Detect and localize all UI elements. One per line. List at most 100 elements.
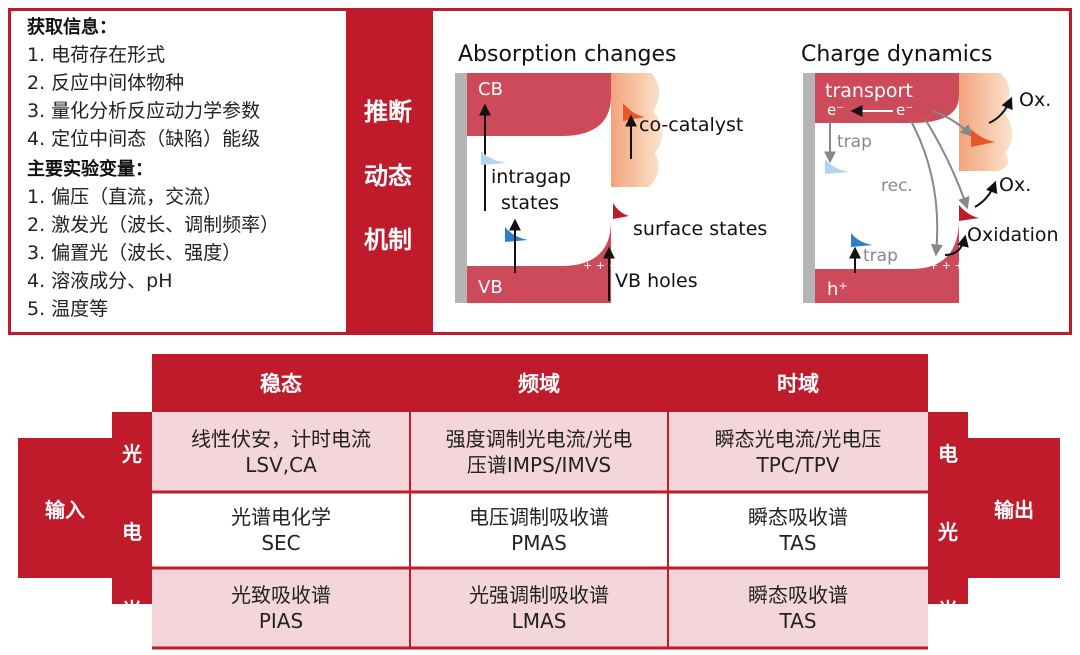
output-type-column: [928, 412, 968, 604]
surface-state-icon: [959, 205, 979, 221]
filled-state-icon: [505, 227, 528, 242]
variable-item: 3. 偏置光（波长、强度）: [27, 242, 242, 264]
deep-trap-icon: [851, 233, 873, 247]
ox-arrow: [988, 96, 1013, 124]
table-cell: 光谱电化学 SEC: [152, 492, 410, 568]
output-type: 光: [938, 519, 958, 544]
technique-abbr: TPC/TPV: [756, 453, 840, 477]
surface-transfer-arrow: [924, 118, 970, 210]
table-cell: 瞬态光电流/光电压 TPC/TPV: [668, 412, 928, 492]
substrate-bar: [803, 73, 815, 303]
technique-name: 光强调制吸收谱: [469, 583, 609, 607]
surface-states-label: surface states: [633, 218, 767, 240]
mechanism-text: 动态: [364, 162, 412, 190]
input-type: 光: [122, 441, 142, 466]
cocatalyst-icon: [971, 129, 995, 147]
holes-marks: + + +: [929, 259, 964, 272]
electron-label: e⁻: [827, 101, 844, 119]
info-item: 1. 电荷存在形式: [27, 44, 166, 66]
electron-label: e⁻: [896, 101, 913, 119]
technique-abbr: LSV,CA: [245, 453, 317, 477]
mechanism-strip: 推断 动态 机制: [346, 8, 430, 335]
intragap-label: intragap: [491, 166, 571, 188]
output-label: 输出: [994, 497, 1034, 522]
variable-item: 5. 温度等: [27, 298, 109, 320]
surface-state-icon: [613, 203, 629, 219]
output-type: 光: [938, 597, 958, 622]
holes-marks: + + +: [583, 259, 618, 272]
header-frequency: 频域: [518, 372, 560, 396]
cb-label: CB: [478, 79, 503, 100]
diagram-panel: Absorption changes CB VB intragap states…: [430, 8, 1072, 335]
dynamics-title: Charge dynamics: [801, 42, 992, 67]
table-cell: 线性伏安，计时电流 LSV,CA: [152, 412, 410, 492]
table-row-bg: [152, 412, 928, 492]
technique-name: 光谱电化学: [231, 505, 331, 529]
technique-abbr: PMAS: [511, 531, 567, 555]
variable-item: 4. 溶液成分、pH: [27, 270, 173, 292]
substrate-bar: [455, 73, 467, 303]
info-panel: 获取信息： 1. 电荷存在形式 2. 反应中间体物种 3. 量化分析反应动力学参…: [8, 8, 346, 335]
table-row-bg: [152, 492, 928, 568]
table-row-bg: [152, 568, 928, 648]
ox-arrow: [974, 180, 998, 208]
output-type: 电: [938, 441, 958, 466]
technique-abbr: SEC: [261, 531, 301, 555]
input-type-column: [112, 412, 152, 604]
transport-label: transport: [825, 80, 913, 102]
trap-label: trap: [863, 246, 898, 266]
ox-label: Ox.: [999, 174, 1031, 196]
technique-name: 电压调制吸收谱: [469, 505, 609, 529]
intragap-state-icon: [481, 151, 507, 165]
info-title: 获取信息：: [27, 17, 117, 38]
shallow-trap-icon: [825, 159, 849, 174]
holes-label: h⁺: [827, 279, 848, 300]
band-diagrams: Absorption changes CB VB intragap states…: [455, 42, 1059, 303]
cocatalyst-label: co-catalyst: [639, 114, 743, 136]
cocatalyst-shape: [959, 73, 1013, 171]
conduction-band: [467, 73, 611, 136]
mechanism-text: 推断: [364, 98, 412, 126]
technique-abbr: LMAS: [511, 609, 567, 633]
table-frame: [18, 354, 1060, 650]
table-cell: 瞬态吸收谱 TAS: [668, 568, 928, 648]
recombination-arrow: [910, 120, 943, 257]
variable-item: 1. 偏压（直流，交流）: [27, 186, 223, 208]
input-type: 光: [122, 597, 142, 622]
valence-band: [815, 219, 959, 303]
input-label: 输入: [45, 497, 85, 522]
table-cell: 强度调制光电流/光电 压谱IMPS/IMVS: [410, 412, 668, 492]
ox-label: Ox.: [1019, 89, 1051, 111]
info-item: 2. 反应中间体物种: [27, 72, 185, 94]
table-cell: 电压调制吸收谱 PMAS: [410, 492, 668, 568]
technique-name: 瞬态吸收谱: [748, 505, 848, 529]
absorption-title: Absorption changes: [458, 42, 677, 67]
technique-name: 瞬态光电流/光电压: [714, 427, 882, 451]
trap-label: trap: [837, 132, 872, 152]
vb-label: VB: [478, 277, 503, 298]
oxidation-arrow: [944, 234, 969, 256]
input-type: 电: [122, 519, 142, 544]
valence-band: [467, 221, 611, 303]
technique-abbr: TAS: [779, 531, 817, 555]
info-item: 3. 量化分析反应动力学参数: [27, 100, 261, 122]
technique-name: 线性伏安，计时电流: [191, 427, 371, 451]
intragap-label: states: [501, 192, 559, 214]
table-cell: 光致吸收谱 PIAS: [152, 568, 410, 648]
vb-holes-label: VB holes: [615, 270, 698, 292]
technique-abbr: 压谱IMPS/IMVS: [466, 453, 612, 477]
technique-abbr: PIAS: [258, 609, 304, 633]
info-item: 4. 定位中间态（缺陷）能级: [27, 128, 261, 150]
technique-abbr: TAS: [779, 609, 817, 633]
table-cell: 瞬态吸收谱 TAS: [668, 492, 928, 568]
technique-name: 瞬态吸收谱: [748, 583, 848, 607]
technique-name: 光致吸收谱: [231, 583, 331, 607]
header-time: 时域: [777, 372, 819, 396]
technique-name: 强度调制光电流/光电: [445, 427, 633, 451]
header-steady: 稳态: [260, 372, 302, 396]
table-cell: 光强调制吸收谱 LMAS: [410, 568, 668, 648]
cocatalyst-transfer-arrow: [932, 110, 973, 137]
mechanism-text: 机制: [364, 226, 412, 254]
variable-item: 2. 激发光（波长、调制频率）: [27, 214, 280, 236]
variables-title: 主要实验变量：: [27, 159, 153, 180]
